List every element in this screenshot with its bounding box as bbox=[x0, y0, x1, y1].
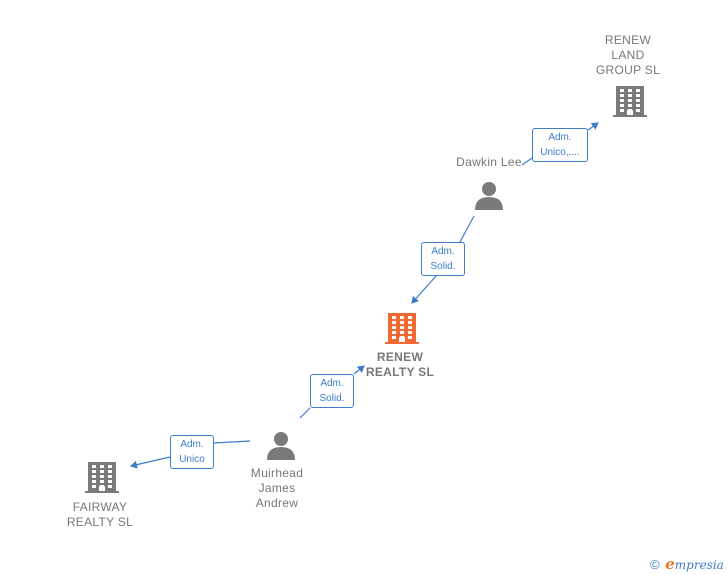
empresia-logo[interactable]: empresia bbox=[665, 555, 724, 573]
person-icon-dawkin-lee[interactable] bbox=[475, 182, 503, 210]
edge-label-muirhead-fairway[interactable]: Adm. Unico bbox=[170, 435, 214, 469]
building-icon-fairway-realty[interactable] bbox=[85, 462, 119, 493]
building-icon-renew-land-group[interactable] bbox=[613, 86, 647, 117]
node-label-fairway-realty[interactable]: FAIRWAY REALTY SL bbox=[66, 500, 134, 529]
node-label-muirhead-james-andrew[interactable]: Muirhead James Andrew bbox=[250, 466, 304, 510]
edge-muirhead-to-fairway-head bbox=[130, 456, 171, 469]
edge-muirhead-to-renew-realty bbox=[299, 407, 311, 419]
edge-label-dawkin-renew-realty[interactable]: Adm. Solid. bbox=[421, 242, 465, 276]
edge-dawkin-to-renew-realty bbox=[459, 215, 475, 243]
node-label-renew-land-group[interactable]: RENEW LAND GROUP SL bbox=[595, 33, 661, 77]
edge-muirhead-to-fairway bbox=[213, 440, 251, 444]
footer-brand: © empresia bbox=[650, 555, 724, 573]
edge-label-muirhead-renew-realty[interactable]: Adm. Solid. bbox=[310, 374, 354, 408]
person-icon-muirhead[interactable] bbox=[267, 432, 295, 460]
edge-dawkin-to-renew-land bbox=[521, 157, 533, 166]
node-label-dawkin-lee[interactable]: Dawkin Lee bbox=[456, 155, 522, 169]
copyright-icon: © bbox=[650, 557, 660, 572]
edge-dawkin-to-renew-land-head bbox=[587, 122, 599, 131]
edge-label-dawkin-renew-land[interactable]: Adm. Unico,.... bbox=[532, 128, 588, 162]
edge-dawkin-to-renew-realty-head bbox=[411, 275, 437, 304]
building-icon-renew-realty[interactable] bbox=[385, 313, 419, 344]
edge-muirhead-to-renew-realty-head bbox=[353, 365, 365, 375]
node-label-renew-realty[interactable]: RENEW REALTY SL bbox=[365, 350, 435, 379]
